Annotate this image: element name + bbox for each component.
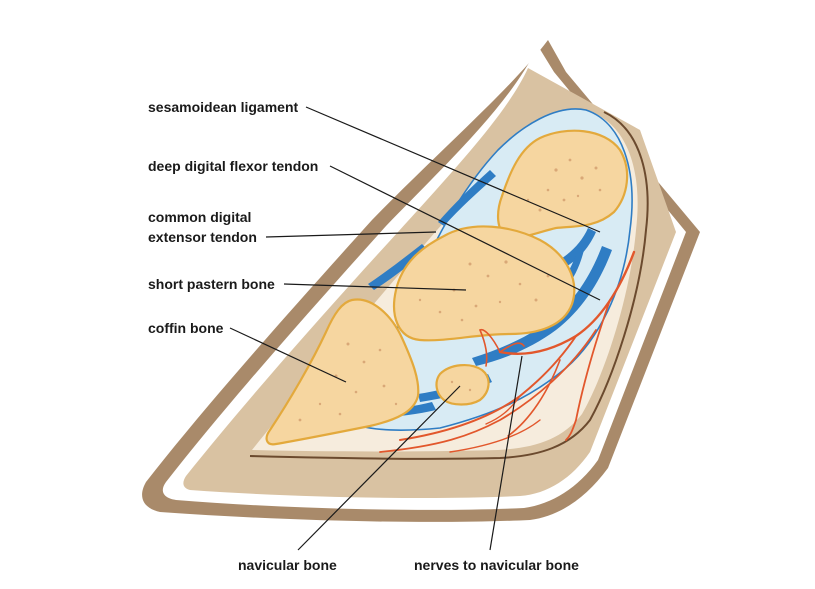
- label-sesamoidean-ligament: sesamoidean ligament: [148, 99, 299, 115]
- label-coffin-bone: coffin bone: [148, 320, 224, 336]
- label-deep-digital-flexor-tendon: deep digital flexor tendon: [148, 158, 318, 174]
- leader-nerves-to-navicular-bone: [489, 355, 523, 551]
- leader-sesamoidean-ligament: [305, 106, 601, 233]
- label-navicular-bone: navicular bone: [238, 557, 337, 573]
- coffin-bone: [265, 298, 420, 446]
- leader-deep-digital-flexor-tendon: [329, 165, 601, 301]
- common-digital-extensor-tendon: [438, 170, 496, 226]
- label-short-pastern-bone: short pastern bone: [148, 276, 275, 292]
- nerves-and-vessels: [379, 250, 636, 453]
- leader-coffin-bone: [229, 327, 347, 383]
- leader-common-digital-extensor-tendon: [265, 231, 437, 238]
- sesamoidean-ligament: [556, 228, 596, 270]
- label-nerves-to-navicular-bone: nerves to navicular bone: [414, 557, 579, 573]
- label-extensor-tendon: extensor tendon: [148, 229, 257, 245]
- laminae-line: [249, 111, 649, 460]
- leader-short-pastern-bone: [283, 283, 467, 291]
- label-common-digital: common digital: [148, 209, 251, 225]
- long-pastern-bone: [496, 129, 629, 239]
- navicular-bone: [435, 364, 490, 406]
- extensor-tendon-lower: [368, 244, 428, 290]
- leader-navicular-bone: [297, 385, 461, 551]
